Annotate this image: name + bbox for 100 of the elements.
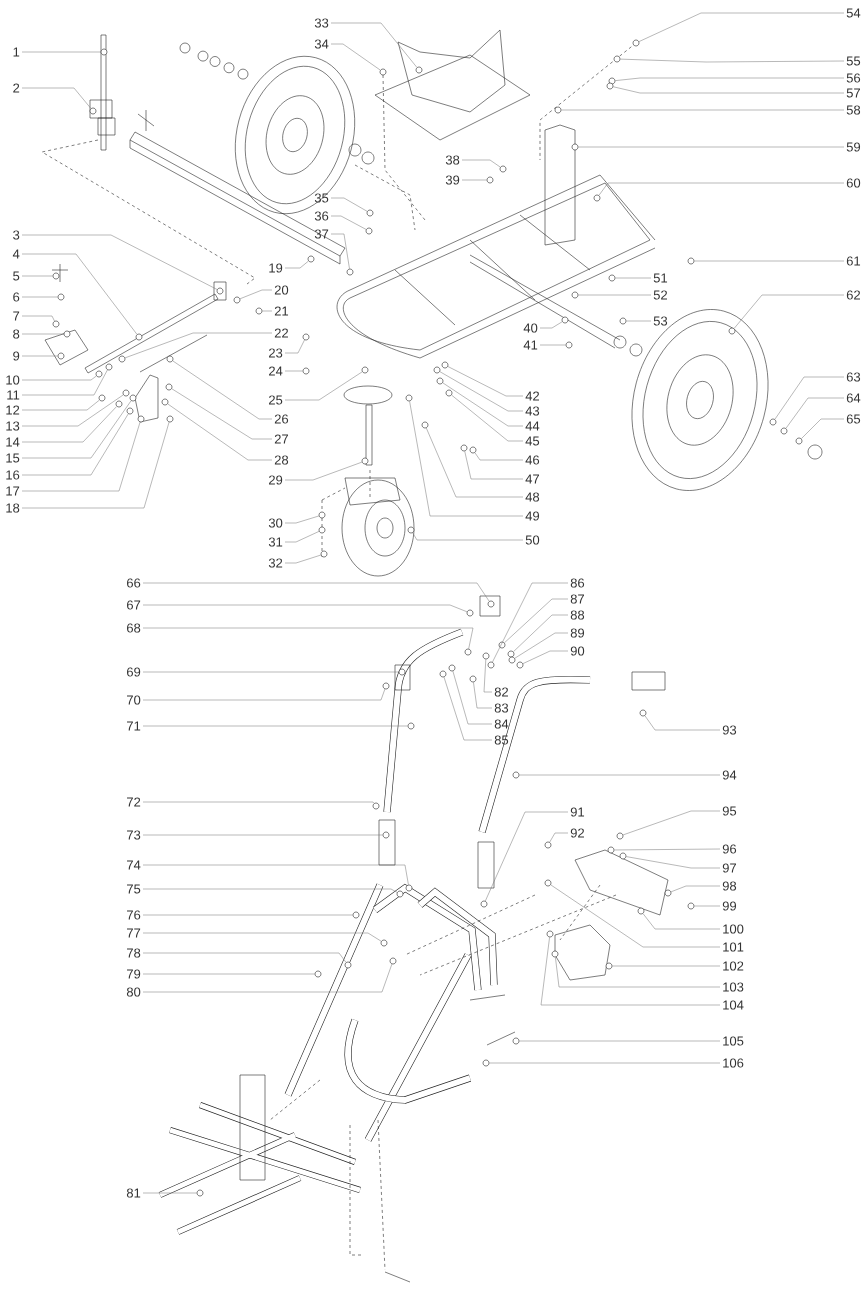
small-part	[445, 389, 453, 397]
small-part	[233, 296, 241, 304]
callout-number: 54	[846, 8, 861, 18]
leader-line	[284, 554, 322, 564]
leader-line	[21, 234, 218, 290]
leader-line	[21, 87, 92, 109]
leader-line	[284, 531, 320, 543]
callout-number: 56	[846, 73, 861, 83]
leader-line	[142, 627, 474, 650]
callout-number: 13	[6, 421, 20, 431]
callout-number: 37	[314, 229, 329, 239]
callout-number: 77	[127, 928, 141, 938]
callout-number: 90	[570, 646, 585, 656]
callout-number: 16	[6, 470, 20, 480]
leader-line	[21, 394, 124, 427]
small-part	[314, 970, 322, 978]
leader-line	[142, 963, 393, 993]
leader-line	[622, 810, 721, 836]
leader-line	[461, 179, 487, 181]
leader-line	[21, 421, 170, 509]
small-part	[122, 389, 130, 397]
leader-line	[142, 864, 409, 885]
leader-line	[142, 582, 490, 602]
callout-number: 91	[570, 807, 585, 817]
callout-number: 34	[314, 39, 329, 49]
leader-line	[21, 421, 141, 492]
leader-line	[539, 344, 566, 346]
leader-line	[443, 676, 493, 741]
callout-number: 10	[6, 375, 20, 385]
small-part	[365, 227, 373, 235]
small-part	[607, 846, 615, 854]
small-part	[469, 675, 477, 683]
callout-number: 93	[722, 725, 737, 735]
small-part	[571, 143, 579, 151]
leader-line	[21, 400, 132, 459]
small-part	[466, 609, 474, 617]
leader-line	[626, 856, 721, 869]
small-part	[421, 421, 429, 429]
small-part	[405, 884, 413, 892]
leader-line	[21, 315, 55, 322]
small-part	[166, 355, 174, 363]
small-part	[687, 257, 695, 265]
leader-line	[21, 51, 101, 53]
callout-number: 32	[268, 558, 283, 568]
leader-line	[485, 811, 569, 902]
small-part	[165, 383, 173, 391]
callout-number: 63	[846, 372, 861, 382]
small-part	[379, 68, 387, 76]
small-part	[57, 352, 65, 360]
callout-number: 70	[127, 695, 141, 705]
small-part	[89, 107, 97, 115]
leader-line	[262, 310, 273, 312]
small-part	[780, 427, 788, 435]
leader-line	[21, 406, 117, 443]
callout-number: 5	[13, 271, 20, 281]
small-part	[441, 361, 449, 369]
leader-line	[801, 418, 845, 439]
small-part	[608, 274, 616, 282]
small-part	[512, 1037, 520, 1045]
small-part	[307, 255, 315, 263]
small-part	[464, 648, 472, 656]
small-part	[608, 77, 616, 85]
callout-number: 58	[846, 105, 861, 115]
leader-line	[439, 371, 524, 412]
callout-number: 3	[13, 230, 20, 240]
callout-number: 74	[127, 860, 141, 870]
callout-number: 87	[570, 594, 584, 604]
small-part	[302, 333, 310, 341]
callout-number: 47	[525, 474, 539, 484]
small-part	[382, 831, 390, 839]
small-part	[389, 957, 397, 965]
small-part	[554, 106, 562, 114]
small-part	[606, 82, 614, 90]
leader-line	[489, 1062, 721, 1064]
leader-line	[774, 376, 845, 420]
small-part	[487, 600, 495, 608]
small-part	[161, 398, 169, 406]
callout-number: 66	[127, 578, 141, 588]
small-part	[605, 962, 613, 970]
small-part	[216, 287, 224, 295]
small-part	[632, 39, 640, 47]
leader-line	[21, 399, 100, 411]
callout-number: 7	[13, 311, 20, 321]
callout-number: 98	[722, 881, 737, 891]
leader-line	[785, 397, 845, 429]
leader-line	[642, 913, 721, 930]
small-part	[196, 1189, 204, 1197]
callout-number: 41	[523, 340, 538, 350]
leader-line	[620, 58, 845, 63]
callout-number: 6	[13, 292, 20, 302]
small-part	[100, 48, 108, 56]
callout-number: 25	[269, 395, 283, 405]
leader-line	[21, 333, 64, 335]
small-part	[498, 641, 506, 649]
leader-line	[142, 801, 375, 804]
leader-line	[519, 774, 721, 776]
small-part	[544, 841, 552, 849]
leader-line	[464, 450, 524, 480]
callout-number: 94	[722, 770, 737, 780]
small-part	[98, 394, 106, 402]
